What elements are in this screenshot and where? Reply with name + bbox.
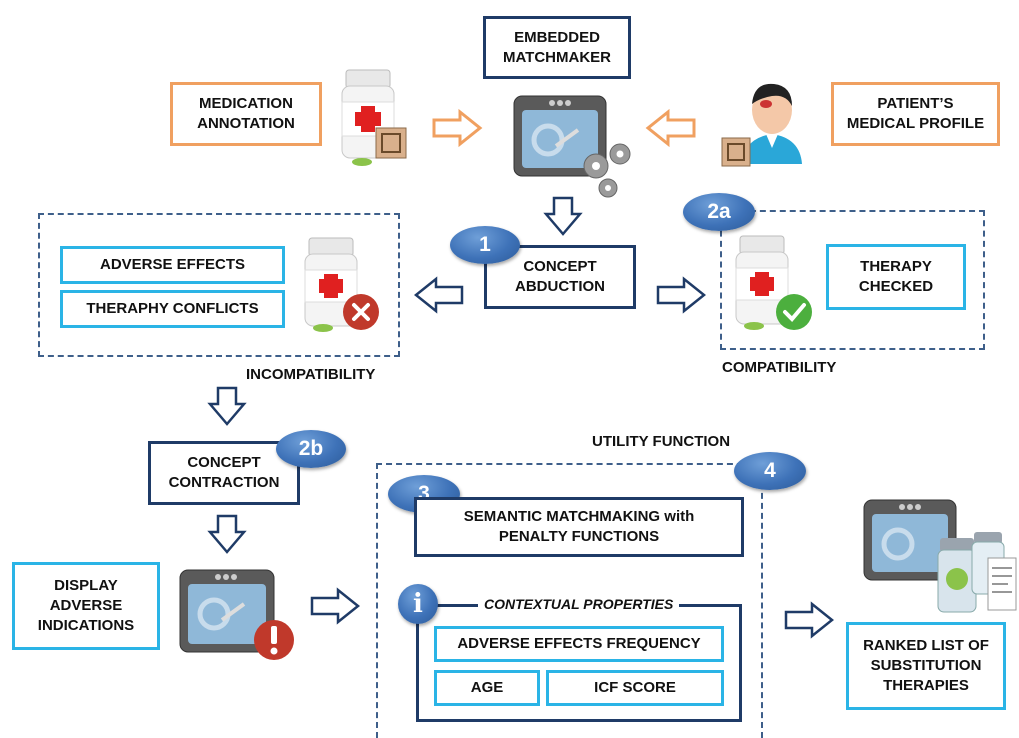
concept-contraction-box: CONCEPT CONTRACTION: [148, 441, 300, 505]
step-4-badge: 4: [734, 452, 806, 490]
medicine-bottle-error-icon: [304, 237, 379, 332]
compatibility-region: [720, 210, 985, 350]
incompatibility-label: INCOMPATIBILITY: [246, 366, 376, 383]
incompatibility-region: [38, 213, 400, 357]
patient-profile-box: PATIENT’S MEDICAL PROFILE: [831, 82, 1000, 146]
orange-arrow-right-icon: [432, 108, 483, 148]
display-adverse-indications-box: DISPLAY ADVERSE INDICATIONS: [12, 562, 160, 650]
theraphy-conflicts-box: THERAPHY CONFLICTS: [60, 290, 285, 328]
navy-arrow-right-icon: [310, 587, 361, 625]
icf-score-box: ICF SCORE: [546, 670, 724, 706]
ranked-list-box: RANKED LIST OF SUBSTITUTION THERAPIES: [846, 622, 1006, 710]
patient-avatar-icon: [721, 83, 802, 167]
orange-arrow-left-icon: [645, 108, 696, 148]
navy-arrow-left-icon: [413, 276, 464, 314]
navy-arrow-down-icon: [207, 386, 247, 426]
medication-annotation-box: MEDICATION ANNOTATION: [170, 82, 322, 146]
tablet-warning-icon: [179, 569, 294, 660]
tablet-with-medicines-icon: [863, 499, 1017, 613]
adverse-effects-frequency-box: ADVERSE EFFECTS FREQUENCY: [434, 626, 724, 662]
matchmaker-tablet-icon: [513, 95, 631, 198]
utility-function-region: [376, 463, 763, 738]
embedded-matchmaker-box: EMBEDDED MATCHMAKER: [483, 16, 631, 79]
step-2b-badge: 2b: [276, 430, 346, 468]
navy-arrow-right-icon: [656, 276, 707, 314]
adverse-effects-box: ADVERSE EFFECTS: [60, 246, 285, 284]
info-icon: i: [398, 584, 438, 624]
step-1-badge: 1: [450, 226, 520, 264]
therapy-checked-box: THERAPY CHECKED: [826, 244, 966, 310]
navy-arrow-down-icon: [543, 196, 583, 236]
contextual-properties-label: CONTEXTUAL PROPERTIES: [478, 596, 680, 612]
navy-arrow-right-icon: [784, 601, 835, 639]
age-box: AGE: [434, 670, 540, 706]
navy-arrow-down-icon: [207, 514, 247, 554]
medicine-bottle-icon: [341, 69, 407, 166]
semantic-matchmaking-box: SEMANTIC MATCHMAKING with PENALTY FUNCTI…: [414, 497, 744, 557]
utility-function-label: UTILITY FUNCTION: [592, 433, 731, 450]
compatibility-label: COMPATIBILITY: [722, 359, 837, 376]
medicine-bottle-check-icon: [735, 235, 812, 330]
step-2a-badge: 2a: [683, 193, 755, 231]
